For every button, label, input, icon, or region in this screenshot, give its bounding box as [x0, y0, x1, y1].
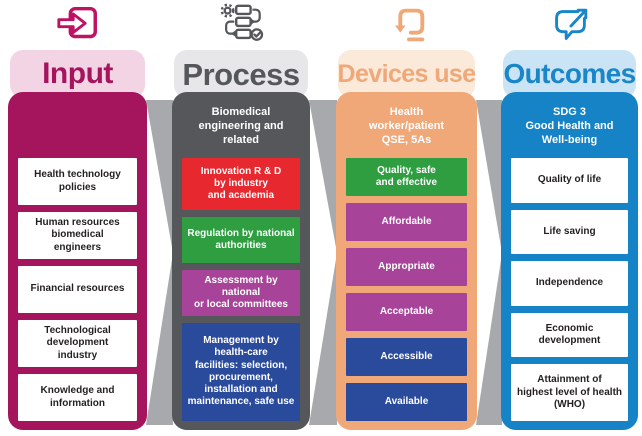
item-box: Innovation R & D by industry and academi…: [182, 158, 300, 211]
item-box: Available: [346, 383, 467, 421]
item-box: Assessment by national or local committe…: [182, 269, 300, 316]
flow-shadow-top-2: [309, 100, 337, 253]
flow-shadow-bottom-2: [309, 253, 337, 425]
flow-shadow-bottom-3: [476, 253, 502, 425]
column-subheading: Biomedical engineering and related: [198, 106, 284, 146]
item-box: Human resources biomedical engineers: [18, 212, 137, 259]
item-list: Innovation R & D by industry and academi…: [182, 158, 300, 421]
column-outcomes: Outcomes SDG 3 Good Health and Well-bein…: [501, 2, 638, 430]
item-box: Knowledge and information: [18, 374, 137, 421]
item-box: Financial resources: [18, 266, 137, 313]
column-body: Biomedical engineering and related Innov…: [172, 92, 310, 430]
item-box: Management by health-care facilities: se…: [182, 322, 300, 421]
column-body: SDG 3 Good Health and Well-being Quality…: [501, 92, 638, 430]
column-header: Process: [174, 50, 308, 98]
flow-shadow-top-3: [476, 100, 502, 253]
column-header: Devices use: [337, 50, 477, 98]
flow-shadow-bottom-1: [146, 253, 173, 425]
column-devices-use: Devices use Health worker/patient QSE, 5…: [336, 2, 477, 430]
item-box: Regulation by national authorities: [182, 217, 300, 263]
device-download-icon: [336, 2, 477, 48]
column-title: Outcomes: [503, 58, 636, 89]
enter-arrow-icon: [8, 2, 147, 48]
item-box: Attainment of highest level of health (W…: [511, 364, 628, 421]
item-box: Quality, safe and effective: [346, 158, 467, 196]
column-process: Process Biomedical engineering and relat…: [172, 2, 310, 430]
column-subheading: Health worker/patient QSE, 5As: [368, 106, 445, 146]
item-box: Accessible: [346, 338, 467, 376]
column-subheading: SDG 3 Good Health and Well-being: [525, 106, 614, 146]
item-box: Acceptable: [346, 293, 467, 331]
item-box: Affordable: [346, 203, 467, 241]
item-box: Independence: [511, 261, 628, 306]
workflow-gear-icon: [172, 2, 310, 48]
item-box: Appropriate: [346, 248, 467, 286]
item-box: Technological development industry: [18, 320, 137, 367]
column-title: Process: [182, 56, 300, 92]
column-header: Outcomes: [503, 50, 636, 98]
item-box: Economic development: [511, 312, 628, 358]
column-subheading: [18, 100, 137, 154]
item-box: Life saving: [511, 209, 628, 255]
column-header: Input: [10, 50, 145, 98]
item-box: Quality of life: [511, 158, 628, 203]
column-title: Devices use: [337, 59, 477, 88]
item-box: Health technology policies: [18, 158, 137, 205]
column-title: Input: [42, 57, 113, 90]
column-body: Health worker/patient QSE, 5As Quality, …: [336, 92, 477, 430]
flow-shadow-top-1: [146, 100, 173, 253]
speech-arrow-icon: [501, 2, 638, 48]
